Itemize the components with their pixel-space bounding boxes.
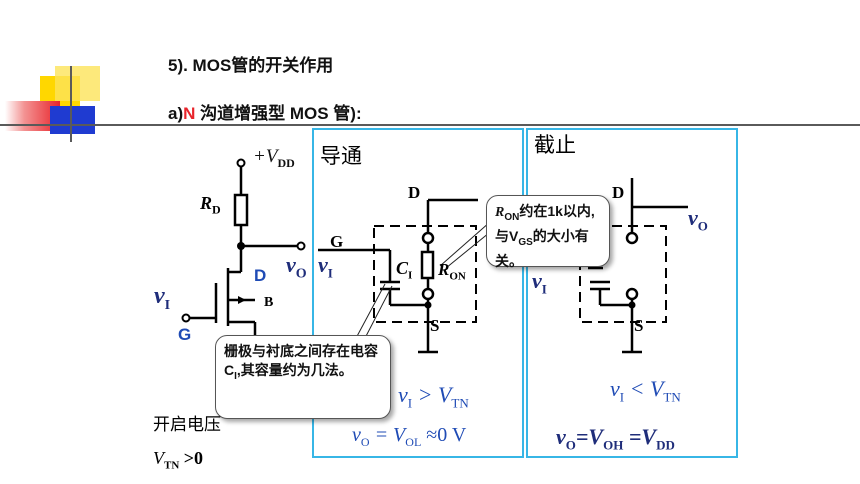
off-drain-label: D [612, 183, 625, 202]
rd-label: RD [200, 193, 221, 217]
ron-callout: RON约在1k以内,与VGS的大小有关。 [486, 195, 610, 269]
subheading-prefix: a) [168, 104, 184, 123]
slide-heading: 5). MOS管的开关作用 [168, 56, 334, 75]
off-vo-label: vO [688, 205, 708, 234]
on-source-label: S [430, 316, 440, 335]
subheading-rest: 沟道增强型 MOS 管): [195, 104, 362, 123]
on-condition: vI > VTN [398, 382, 469, 411]
on-drain-label: D [408, 183, 421, 202]
vdd-label: +VDD [253, 146, 295, 170]
vi-label: vI [154, 283, 171, 313]
corner-decoration [0, 66, 860, 146]
subheading-n: N [183, 104, 196, 123]
off-source-label: S [634, 316, 644, 335]
off-panel [526, 128, 738, 458]
gate-label: G [178, 325, 192, 344]
threshold-formula: VTN >0 [153, 448, 204, 472]
on-output: vO = VOL ≈0 V [352, 424, 467, 449]
drain-label: D [254, 266, 267, 285]
off-output: vO=VOH =VDD [556, 424, 675, 453]
off-panel-title: 截止 [534, 134, 576, 157]
capacitance-callout: 栅极与衬底之间存在电容CI,其容量约为几法。 [215, 335, 391, 419]
on-ci-label: CI [396, 258, 413, 282]
on-panel-title: 导通 [320, 145, 362, 168]
slide-subheading: a)N 沟道增强型 MOS 管): [168, 99, 362, 124]
bulk-label: B [264, 295, 274, 310]
on-panel [312, 128, 524, 458]
on-vi-label: vI [318, 252, 333, 281]
off-vi-label: vI [532, 268, 547, 297]
on-gate-label: G [330, 232, 344, 251]
vo-label: vO [286, 252, 307, 282]
threshold-label: 开启电压 [153, 415, 221, 434]
off-condition: vI < VTN [610, 376, 681, 405]
on-ron-label: RON [438, 260, 466, 283]
